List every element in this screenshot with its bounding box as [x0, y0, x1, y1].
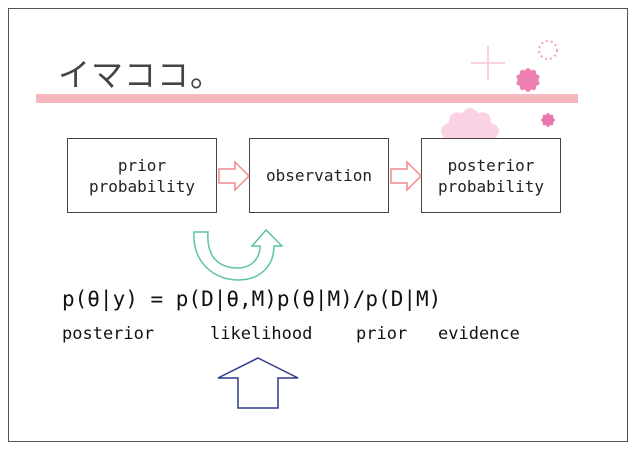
posterior-probability-label: posterior probability — [438, 155, 544, 196]
term-likelihood: likelihood — [210, 324, 313, 344]
slide-title: イマココ。 — [58, 56, 224, 94]
prior-probability-box: prior probability — [67, 138, 217, 213]
term-posterior: posterior — [62, 324, 155, 344]
cycle-arrow-icon — [193, 228, 284, 281]
observation-label: observation — [266, 166, 372, 185]
title-underline-bar — [36, 94, 578, 103]
flow-arrow-right-icon — [390, 160, 423, 192]
term-prior: prior — [356, 324, 408, 344]
term-evidence: evidence — [438, 324, 520, 344]
observation-box: observation — [249, 138, 389, 213]
bayes-formula: p(θ|y) = p(D|θ,M)p(θ|M)/p(D|M) — [62, 287, 442, 311]
up-arrow-icon — [217, 357, 299, 409]
posterior-probability-box: posterior probability — [421, 138, 561, 213]
flow-arrow-right-icon — [218, 160, 251, 192]
prior-probability-label: prior probability — [89, 155, 195, 196]
